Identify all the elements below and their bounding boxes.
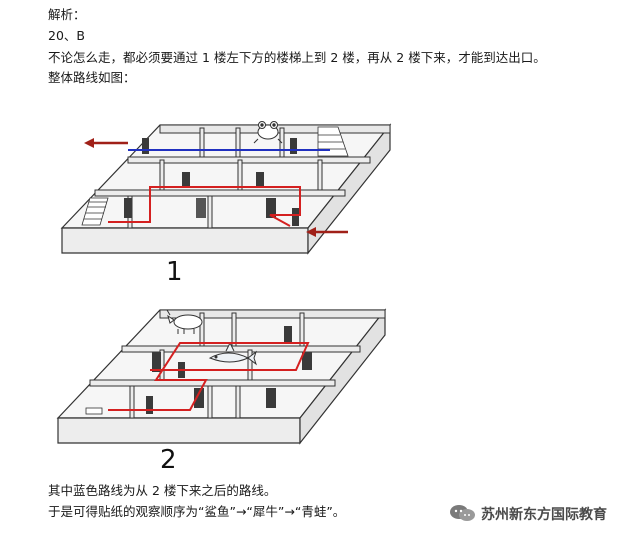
figure-label: 2 (160, 445, 177, 475)
wechat-icon (450, 505, 475, 521)
red-route-line (108, 342, 310, 411)
stairs-icon (85, 407, 103, 415)
door-icon (194, 388, 204, 408)
maze-figure-1: 1 (60, 121, 392, 287)
entry-arrow-icon (306, 227, 348, 237)
door-icon (196, 198, 206, 218)
maze-doors (124, 138, 299, 226)
stairs-icon (81, 197, 109, 226)
answer-line: 20、B (48, 28, 85, 43)
door-icon (182, 172, 190, 188)
stairs-icon (317, 126, 349, 157)
frog-icon (253, 121, 283, 144)
explanation-text: 不论怎么走，都必须要通过 1 楼左下方的楼梯上到 2 楼，再从 2 楼下来，才能… (48, 50, 546, 65)
door-icon (152, 352, 161, 372)
maze-front-wall (57, 417, 301, 444)
door-icon (266, 388, 276, 408)
door-icon (302, 352, 312, 370)
blue-route-note: 其中蓝色路线为从 2 楼下来之后的路线。 (48, 483, 277, 498)
door-icon (292, 208, 299, 226)
maze-front-wall (61, 227, 309, 254)
watermark-text: 苏州新东方国际教育 (481, 507, 607, 523)
door-icon (284, 326, 292, 344)
maze-back-wall (159, 309, 386, 319)
rhino-icon (166, 309, 203, 334)
exit-arrow-icon (84, 138, 128, 148)
door-icon (256, 172, 264, 188)
door-icon (290, 138, 297, 154)
door-icon (266, 198, 276, 218)
shark-icon (208, 341, 257, 366)
figure-label: 1 (166, 257, 183, 287)
analysis-heading: 解析： (48, 7, 86, 22)
conclusion-text: 于是可得贴纸的观察顺序为“鲨鱼”→“犀牛”→“青蛙”。 (48, 504, 346, 519)
maze-floor (56, 309, 387, 419)
route-intro: 整体路线如图： (48, 70, 136, 85)
door-icon (146, 396, 153, 414)
red-route-line (108, 186, 301, 227)
door-icon (124, 198, 132, 218)
door-icon (142, 138, 149, 154)
watermark: 苏州新东方国际教育 (448, 503, 618, 523)
maze-figure-2: 2 (56, 308, 387, 475)
